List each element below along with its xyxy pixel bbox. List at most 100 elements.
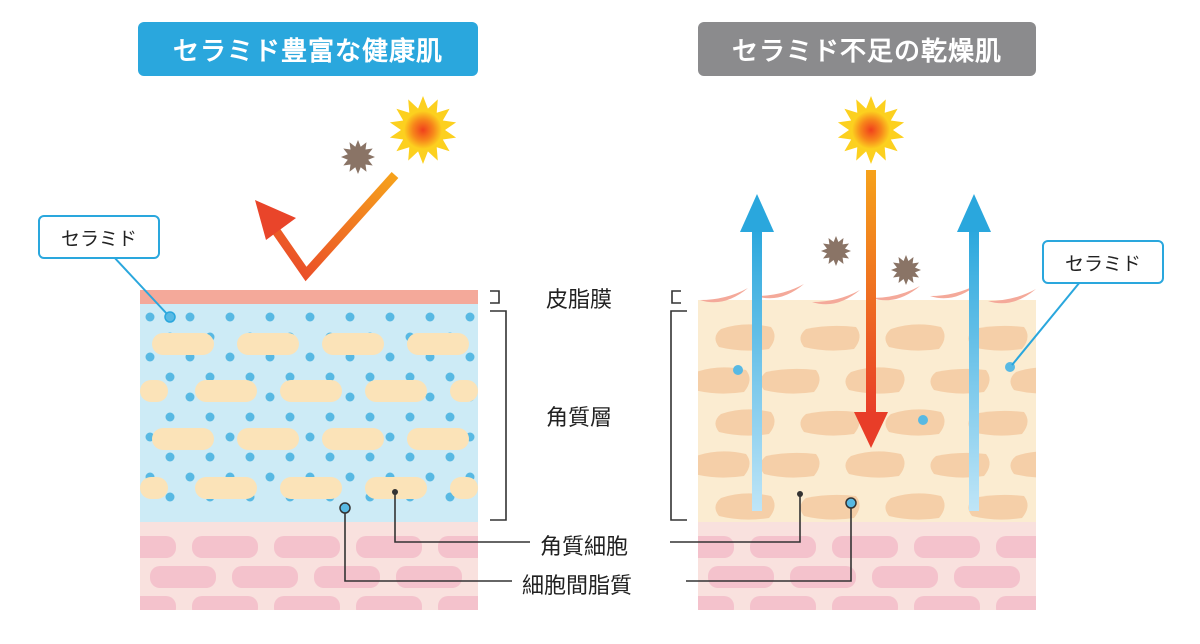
ceramide-dot: [245, 372, 255, 382]
ceramide-dot: [245, 452, 255, 462]
label-stratum-corneum: 角質層: [546, 406, 613, 431]
dust-particle-icon: [891, 255, 921, 285]
dermis-cell: [698, 596, 734, 610]
bracket-sebum: [490, 290, 681, 304]
ceramide-dot: [145, 352, 155, 362]
corneocyte: [152, 428, 214, 450]
sebum-flake: [756, 284, 804, 299]
dermis-cell: [996, 596, 1036, 610]
corneocyte: [152, 333, 214, 355]
dermis-cell: [750, 596, 816, 610]
corneocyte: [140, 380, 168, 402]
dermis-cell: [438, 536, 478, 558]
ceramide-dot: [245, 412, 255, 422]
sun-icon: [389, 96, 457, 164]
label-intercellular-lipid: 細胞間脂質: [522, 574, 633, 599]
moisture-loss-arrow-right: [957, 194, 991, 511]
ceramide-dot: [385, 432, 395, 442]
corneocytes-healthy: [140, 333, 478, 499]
bracket-stratum: [490, 310, 687, 521]
ceramide-dot: [305, 312, 315, 322]
ceramide-dot: [205, 452, 215, 462]
corneocyte: [715, 493, 775, 520]
ceramide-dot: [165, 412, 175, 422]
ceramide-dot: [365, 412, 375, 422]
dermis-cell: [750, 536, 816, 558]
callout-ceramide-left: セラミド: [38, 215, 160, 259]
ceramide-dot-dry: [918, 415, 928, 425]
corneocyte: [195, 477, 257, 499]
ceramide-dot: [345, 472, 355, 482]
dermis-cell: [698, 536, 734, 558]
ceramide-dot: [445, 492, 455, 502]
ceramide-dot: [445, 452, 455, 462]
dust-particle-icon: [821, 236, 851, 266]
corneocyte: [885, 324, 945, 351]
dermis-cell: [832, 536, 898, 558]
ceramide-dot: [445, 412, 455, 422]
dry-skin-panel: [698, 284, 1036, 610]
dermis-cell: [790, 566, 856, 588]
corneocyte: [407, 428, 469, 450]
callout-ceramide-right: セラミド: [1042, 240, 1164, 284]
leader-corneocyte: [394, 492, 801, 543]
ceramide-dot: [385, 352, 395, 362]
corneocyte: [760, 368, 820, 394]
sebum-flake: [930, 284, 978, 299]
corneocyte: [450, 477, 478, 499]
ceramide-dot: [465, 312, 475, 322]
dermis-cell: [872, 566, 938, 588]
corneocyte: [885, 493, 945, 520]
corneocyte: [800, 494, 860, 520]
corneocyte: [237, 428, 299, 450]
dermis-cell: [274, 596, 340, 610]
ceramide-dot: [465, 352, 475, 362]
leader-lipid: [344, 508, 852, 582]
uv-deflect-arrow: [255, 171, 399, 282]
corneocyte: [407, 333, 469, 355]
corneocyte: [195, 380, 257, 402]
ceramide-dot: [185, 312, 195, 322]
ceramide-dot: [305, 432, 315, 442]
corneocyte: [968, 410, 1028, 436]
ceramide-dot-highlight: [164, 311, 176, 323]
uv-penetrate-arrow: [854, 170, 888, 448]
dermis-cell: [438, 596, 478, 610]
corneocyte: [968, 325, 1028, 351]
ceramide-dot: [405, 412, 415, 422]
dermis-cell: [192, 536, 258, 558]
ceramide-dot: [225, 352, 235, 362]
dermis-cell: [914, 536, 980, 558]
ceramide-dot: [205, 412, 215, 422]
ceramide-dot: [285, 452, 295, 462]
corneocyte: [450, 380, 478, 402]
ceramide-dot: [405, 372, 415, 382]
corneocyte: [930, 368, 990, 394]
dermis-cell: [356, 536, 422, 558]
sebum-flake: [988, 289, 1036, 304]
ceramide-dot: [345, 312, 355, 322]
corneocyte: [365, 477, 427, 499]
corneocyte: [280, 380, 342, 402]
ceramide-dot-dry: [733, 365, 743, 375]
moisture-loss-arrow-left: [740, 194, 774, 511]
ceramide-dot: [165, 372, 175, 382]
ceramide-dot: [285, 372, 295, 382]
corneocyte: [322, 428, 384, 450]
sebum-film-healthy: [140, 290, 478, 304]
ceramide-dot: [165, 492, 175, 502]
dermis-cell: [914, 596, 980, 610]
ceramide-dot: [325, 412, 335, 422]
title-dry-skin: セラミド不足の乾燥肌: [698, 22, 1036, 76]
dermis-cell: [232, 566, 298, 588]
ceramide-dot: [225, 432, 235, 442]
dermis-cells-dry: [698, 536, 1036, 610]
ceramide-dot: [265, 312, 275, 322]
ceramide-dot: [425, 472, 435, 482]
ceramide-dot: [425, 392, 435, 402]
dermis-cell: [140, 596, 176, 610]
corneocyte: [365, 380, 427, 402]
ceramide-dot: [265, 392, 275, 402]
dermis-cell: [140, 536, 176, 558]
